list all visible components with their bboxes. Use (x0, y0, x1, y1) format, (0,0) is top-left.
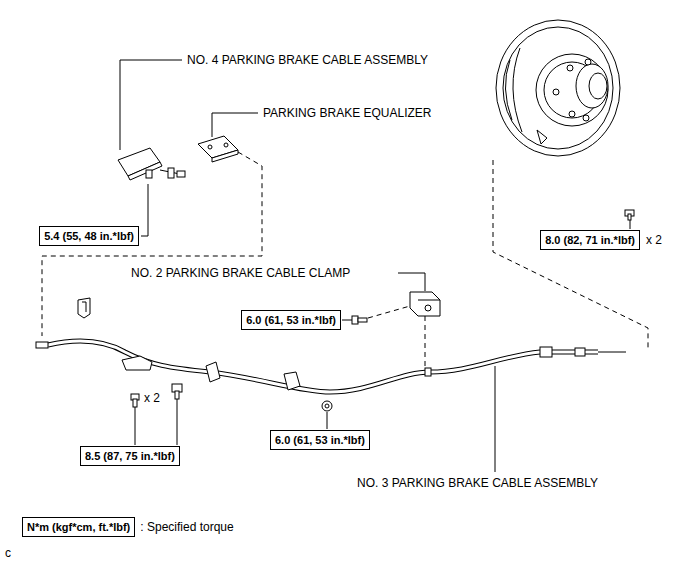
equalizer (198, 136, 238, 162)
quantity: x 2 (645, 233, 663, 247)
legend-box: N*m (kgf*cm, ft.*lbf) (22, 517, 135, 537)
quantity: x 2 (143, 391, 161, 405)
part-name: PARKING BRAKE EQUALIZER (262, 106, 433, 120)
no4-cable-assembly (118, 148, 185, 180)
bolts (131, 316, 367, 411)
torque-value: 8.5 (87, 75 in.*lbf) (85, 449, 175, 463)
torque-box: 6.0 (61, 53 in.*lbf) (241, 310, 341, 330)
wheel-hub (496, 20, 620, 156)
legend-text: : Specified torque (139, 520, 234, 534)
torque-value: 8.0 (82, 71 in.*lbf) (545, 233, 635, 247)
part-name: NO. 2 PARKING BRAKE CABLE CLAMP (130, 266, 351, 280)
part-name: NO. 4 PARKING BRAKE CABLE ASSEMBLY (186, 53, 429, 67)
no3-cable (36, 341, 626, 392)
torque-box: 6.0 (61, 53 in.*lbf) (270, 430, 370, 450)
no2-clamp (410, 292, 440, 316)
torque-box: 8.5 (87, 75 in.*lbf) (80, 446, 180, 466)
part-name: NO. 3 PARKING BRAKE CABLE ASSEMBLY (356, 476, 599, 490)
torque-box: 8.0 (82, 71 in.*lbf) (540, 230, 640, 250)
dashed-lines (42, 152, 648, 366)
torque-value: 6.0 (61, 53 in.*lbf) (246, 313, 336, 327)
torque-value: 6.0 (61, 53 in.*lbf) (275, 433, 365, 447)
torque-box: 5.4 (55, 48 in.*lbf) (39, 226, 139, 246)
torque-value: 5.4 (55, 48 in.*lbf) (44, 229, 134, 243)
torque-value: N*m (kgf*cm, ft.*lbf) (27, 520, 130, 534)
figure-code: c (4, 546, 12, 560)
bolt (625, 210, 634, 220)
